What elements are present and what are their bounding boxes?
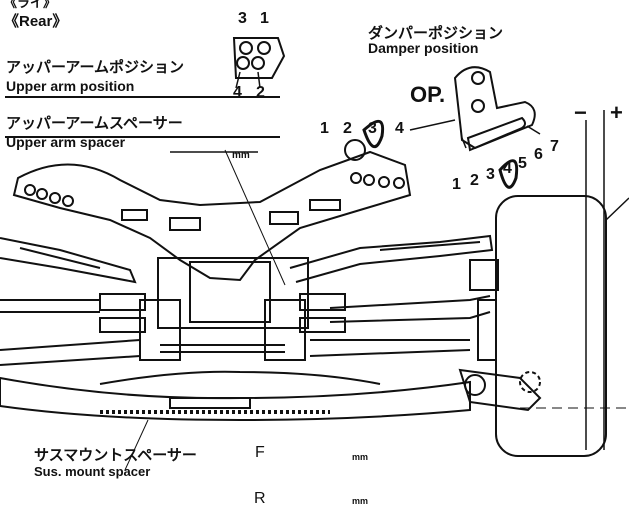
- hub-carrier: [458, 368, 542, 412]
- upper-arm-position-jp: アッパーアームポジション: [6, 58, 185, 76]
- upper-arm-hole-cluster: [232, 37, 286, 89]
- arm-hole-3: 3: [368, 120, 377, 137]
- wheel-leader-line: [605, 197, 629, 221]
- damper-hole-6: 6: [534, 146, 543, 163]
- rear-clip-label: 《ライ》: [4, 0, 57, 11]
- upper-arm-spacer-jp: アッパーアームスペーサー: [6, 114, 183, 132]
- sus-mount-leader: [124, 419, 149, 471]
- selected-arm-hole-mark: [362, 119, 385, 148]
- damper-hole-4: 4: [503, 160, 512, 177]
- sus-mount-front-letter: F: [255, 444, 265, 461]
- arm-hole-4: 4: [395, 120, 404, 137]
- damper-leader: [409, 119, 456, 131]
- arm-pos-3: 3: [238, 10, 247, 27]
- arm-hole-1: 1: [320, 120, 329, 137]
- sus-mount-spacer-en: Sus. mount spacer: [34, 464, 151, 479]
- camber-minus: −: [574, 100, 587, 125]
- damper-position-en: Damper position: [368, 40, 479, 56]
- sus-mount-front-unit: mm: [352, 452, 369, 462]
- damper-hole-1: 1: [452, 176, 461, 193]
- sus-mount-rear-unit: mm: [352, 496, 369, 506]
- damper-hole-3: 3: [486, 166, 495, 183]
- upper-arm-spacer-en: Upper arm spacer: [6, 134, 126, 150]
- upper-arm-position-en: Upper arm position: [6, 78, 135, 94]
- arm-hole-2: 2: [343, 120, 352, 137]
- spacer-leader: [224, 149, 286, 286]
- damper-bracket: [453, 66, 541, 189]
- sus-mount-spacer-jp: サスマウントスペーサー: [34, 446, 197, 464]
- arm-pos-2: 2: [256, 84, 265, 101]
- damper-hole-5: 5: [518, 155, 527, 172]
- damper-position-jp: ダンパーポジション: [368, 24, 504, 42]
- lower-arm-right: [309, 295, 497, 361]
- shock-tower: [12, 139, 412, 282]
- upper-arm-left: [0, 237, 137, 284]
- rear-label: 《Rear》: [4, 13, 68, 30]
- arm-pos-4: 4: [233, 84, 242, 101]
- upper-arm-right: [289, 234, 499, 291]
- damper-hole-2: 2: [470, 172, 479, 189]
- op-label: OP.: [410, 82, 446, 107]
- arm-pos-1: 1: [260, 10, 269, 27]
- lower-arm-left: [0, 299, 141, 366]
- chassis-plate: [0, 370, 471, 422]
- sus-mount-rear-letter: R: [254, 490, 266, 507]
- bulkhead: [99, 257, 346, 361]
- upper-arm-spacer-unit: mm: [232, 150, 250, 161]
- wheel: [495, 195, 607, 457]
- damper-hole-7: 7: [550, 138, 559, 155]
- camber-plus: +: [610, 100, 623, 125]
